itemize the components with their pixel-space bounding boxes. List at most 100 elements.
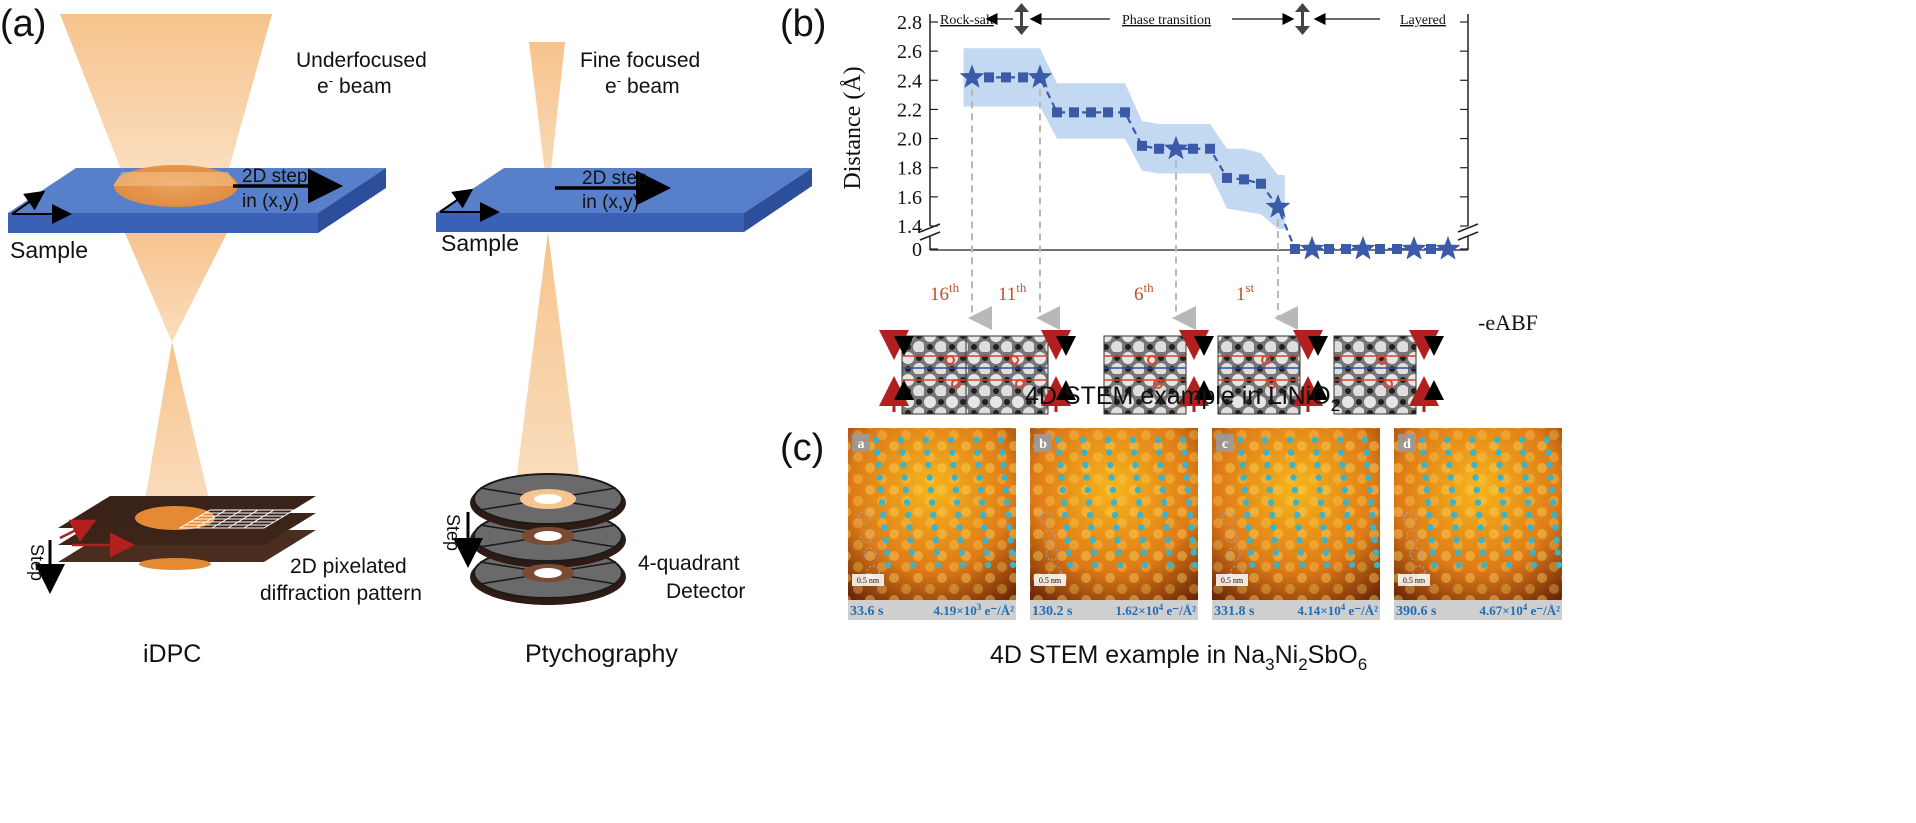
data-point-square: [984, 72, 994, 83]
y-tick-label: 1.8: [897, 158, 922, 180]
idpc-sample-label: Sample: [10, 237, 88, 263]
ptycho-caption: Ptychography: [525, 640, 678, 668]
eabf-image-row: -eABF: [879, 310, 1538, 415]
idpc-detector-spot: [135, 506, 215, 530]
stem-scale-label: 0.5 nm: [857, 576, 880, 585]
label-rock-salt: Rock-salt: [940, 13, 994, 28]
ptycho-beam-lower: [515, 232, 581, 490]
stem-dose-label: 4.19×103 e⁻/Å²: [934, 602, 1015, 618]
chart-series-markers: [959, 64, 1461, 260]
y-tick-label: 2.2: [897, 99, 922, 121]
ptycho-sample-front: [436, 213, 744, 232]
stem-frame-letter: d: [1403, 437, 1411, 452]
y-tick-3: 2.2: [897, 99, 1468, 121]
eabf-image-tile: [1333, 330, 1444, 415]
data-point-star: [1350, 236, 1376, 260]
eabf-label: -eABF: [1478, 310, 1538, 335]
stem-scale-label: 0.5 nm: [1039, 576, 1062, 585]
chart-y-ticks: 2.82.62.42.22.01.81.61.40: [897, 12, 1468, 261]
idpc-beam-upper: [60, 14, 272, 172]
y-tick-label: 1.4: [897, 216, 922, 238]
data-point-square: [1290, 244, 1300, 254]
chart-y-axis-label: Distance (Å): [840, 66, 866, 189]
y-tick-8: 0: [912, 239, 1468, 261]
stem-time-label: 331.8 s: [1214, 604, 1255, 619]
idpc-detector-spot-lower: [139, 558, 211, 570]
ptycho-step-label-1: 2D step: [582, 168, 647, 189]
ordinal-label: 6th: [1134, 280, 1154, 305]
chart-ordinal-labels: 16th 11th 6th 1st: [930, 280, 1255, 305]
y-tick-label: 0: [912, 239, 922, 261]
data-point-square: [1001, 72, 1011, 83]
idpc-step-label-1: 2D step: [242, 166, 307, 187]
ptycho-detector-label-1: 4-quadrant: [638, 552, 740, 575]
idpc-pixel-grid: [178, 509, 296, 529]
data-point-square: [1018, 72, 1028, 83]
data-point-square: [1120, 107, 1130, 118]
y-tick-5: 1.8: [897, 158, 1468, 180]
ptycho-axis-y: [439, 188, 474, 213]
idpc-beam-label-2: e-beam: [317, 73, 392, 98]
data-point-square: [1086, 107, 1096, 118]
idpc-beam-lower-converge: [125, 233, 227, 342]
data-point-square: [1375, 244, 1385, 254]
data-point-square: [1239, 174, 1249, 185]
boundary-arrow-left: [1014, 3, 1029, 35]
ptycho-detector-stack: [470, 473, 626, 605]
data-point-square: [1069, 107, 1079, 118]
stem-time-label: 33.6 s: [850, 604, 884, 619]
stem-dose-label: 4.14×104 e⁻/Å²: [1298, 602, 1379, 618]
data-point-star: [1299, 236, 1325, 260]
data-point-square: [1222, 172, 1232, 183]
data-point-square: [1103, 107, 1113, 118]
chart-axis-break-left: [919, 223, 941, 241]
y-tick-label: 1.6: [897, 187, 922, 209]
idpc-beam-over-sample: [113, 172, 237, 186]
stem-dose-label: 4.67×104 e⁻/Å²: [1480, 602, 1561, 618]
idpc-step-axis-label: Step: [27, 544, 47, 581]
ptycho-beam-label-1: Fine focused: [580, 49, 700, 72]
ordinal-label: 16th: [930, 280, 960, 305]
y-tick-7: 1.4: [897, 216, 1468, 238]
data-point-square: [1324, 244, 1334, 254]
data-point-square: [1341, 244, 1351, 254]
data-point-square: [1052, 107, 1062, 118]
idpc-scan-arrow-1: [59, 519, 97, 543]
y-tick-label: 2.6: [897, 41, 922, 63]
stem-frame-letter: c: [1222, 437, 1228, 452]
data-point-star: [1401, 236, 1427, 260]
data-point-square: [1392, 244, 1402, 254]
panel-c-caption: 4D STEM example in Na3Ni2SbO6: [990, 641, 1367, 674]
idpc-sample-front: [8, 213, 318, 233]
idpc-sample-side: [318, 168, 386, 233]
panel-b-label: (b): [780, 3, 826, 45]
data-point-star: [1163, 135, 1189, 160]
label-phase-transition: Phase transition: [1122, 13, 1211, 28]
ptycho-sample-side: [744, 168, 812, 232]
y-tick-1: 2.6: [897, 41, 1468, 63]
stem-dose-label: 1.62×104 e⁻/Å²: [1116, 602, 1197, 618]
data-point-square: [1188, 143, 1198, 154]
data-point-star: [1027, 64, 1053, 88]
y-tick-0: 2.8: [897, 12, 1468, 34]
data-point-star: [1265, 194, 1291, 218]
ordinal-label: 1st: [1236, 280, 1255, 305]
data-point-square: [1256, 178, 1266, 189]
ptycho-beam-label-2: e-beam: [605, 73, 680, 98]
ptycho-step-axis-label: Step: [443, 514, 463, 551]
data-point-square: [1137, 140, 1147, 151]
data-point-square: [1426, 244, 1436, 254]
idpc-axis-y: [11, 190, 46, 215]
ptychography-schematic: 2D step in (x,y) Sample Step: [436, 42, 812, 668]
data-point-square: [1205, 143, 1215, 154]
panel-c-label: (c): [780, 427, 824, 469]
idpc-step-label-2: in (x,y): [242, 191, 299, 212]
panel-b-chart: 2.82.62.42.22.01.81.61.40 Distance (Å) R…: [840, 3, 1479, 330]
idpc-detector-label-2: diffraction pattern: [260, 582, 422, 605]
ordinal-label: 11th: [998, 280, 1027, 305]
